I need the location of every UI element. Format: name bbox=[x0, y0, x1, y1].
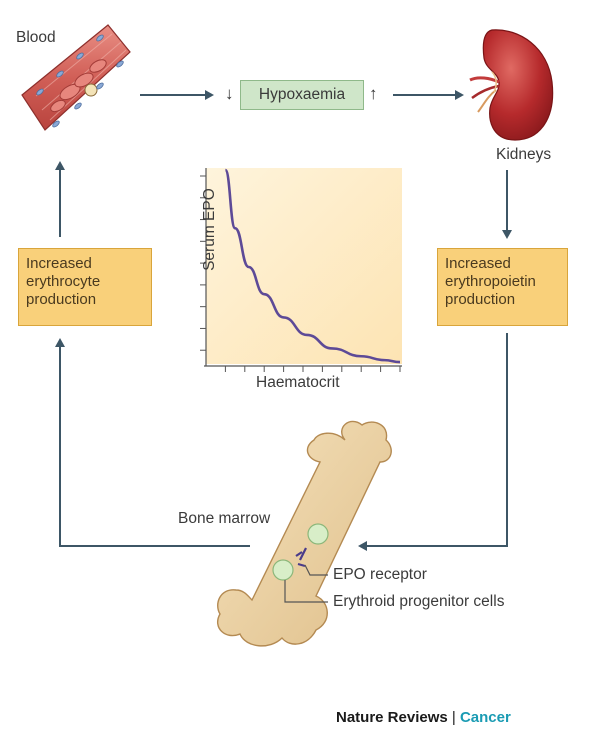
box-line: erythropoietin bbox=[445, 273, 536, 290]
blood-vessel-illustration bbox=[21, 24, 131, 131]
bone-illustration bbox=[217, 420, 392, 647]
epo-haematocrit-chart bbox=[200, 168, 402, 372]
bone-marrow-label: Bone marrow bbox=[178, 510, 271, 527]
epo-receptor-mark bbox=[295, 547, 307, 568]
journal-name: Nature Reviews bbox=[336, 709, 448, 726]
epo-curve bbox=[224, 168, 401, 364]
blood-label: Blood bbox=[16, 29, 56, 46]
progenitor-cell bbox=[272, 559, 294, 581]
chart-x-ticks bbox=[224, 366, 401, 372]
increased-erythrocyte-box: Increased erythrocyte production bbox=[18, 248, 152, 326]
epo-receptor-label: EPO receptor bbox=[333, 566, 427, 583]
progenitor-cells-label: Erythroid progenitor cells bbox=[333, 593, 505, 610]
increased-erythropoietin-box: Increased erythropoietin production bbox=[437, 248, 568, 326]
progenitor-cell bbox=[307, 523, 329, 545]
chart-y-label: Serum EPO bbox=[201, 188, 219, 271]
chart-y-ticks bbox=[200, 175, 206, 351]
box-line: Increased bbox=[26, 255, 92, 272]
chart-plot-area bbox=[206, 168, 402, 364]
box-line: erythrocyte bbox=[26, 273, 101, 290]
hypoxaemia-box: Hypoxaemia bbox=[240, 80, 364, 110]
box-line: production bbox=[26, 291, 97, 308]
kidneys-label: Kidneys bbox=[496, 146, 552, 163]
box-line: Increased bbox=[445, 255, 511, 272]
down-arrow-icon: ↓ bbox=[225, 84, 234, 103]
chart-x-label: Haematocrit bbox=[256, 374, 340, 391]
box-line: production bbox=[445, 291, 516, 308]
journal-brand: Nature Reviews | Cancer bbox=[336, 709, 511, 726]
up-arrow-icon: ↑ bbox=[369, 84, 378, 103]
journal-section: Cancer bbox=[459, 709, 511, 726]
kidney-illustration bbox=[469, 29, 554, 141]
brand-separator: | bbox=[451, 709, 456, 726]
